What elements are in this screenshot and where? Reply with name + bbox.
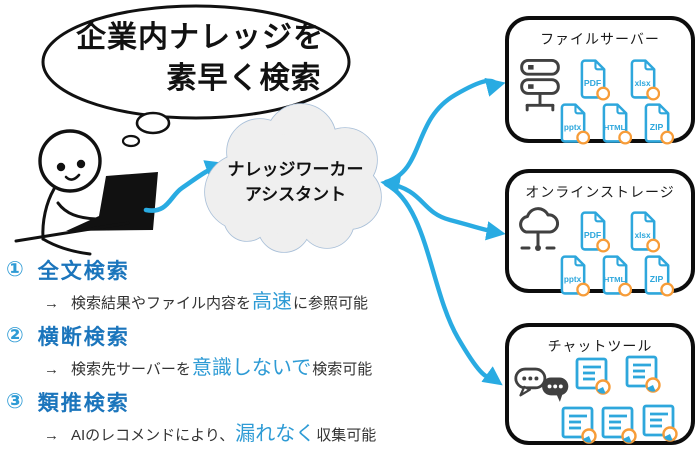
flow-arrow-to-online-storage bbox=[380, 175, 506, 241]
file-server-title: ファイルサーバー bbox=[540, 31, 660, 47]
thought-line-1: 企業内ナレッジを bbox=[76, 21, 324, 54]
feature-fulltext-search: ① 全文検索 → 検索結果やファイル内容を 高速 に参照可能 bbox=[6, 254, 484, 317]
online-storage-title: オンラインストレージ bbox=[525, 184, 675, 200]
chat-tool-title: チャットツール bbox=[547, 338, 653, 354]
feature-title-1: 全文検索 bbox=[37, 259, 130, 283]
file-label: HTML bbox=[604, 275, 626, 284]
cloud-storage-icon bbox=[519, 207, 559, 251]
feature-number-1: ① bbox=[6, 258, 24, 281]
arrow-glyph: → bbox=[44, 361, 59, 378]
person-at-laptop-icon bbox=[14, 129, 158, 256]
assistant-cloud-icon bbox=[204, 103, 382, 253]
feature-desc-pre-3: AIのレコメンドにより、 bbox=[71, 427, 235, 444]
flow-arrow-user-to-cloud bbox=[143, 160, 226, 213]
feature-desc-accent-2: 意識しないで bbox=[191, 357, 312, 379]
flow-arrow-to-chat-tool bbox=[383, 181, 503, 386]
file-label: pptx bbox=[564, 123, 582, 132]
file-icon-xlsx: xlsx bbox=[630, 211, 660, 253]
note-icon bbox=[575, 357, 611, 395]
file-label: xlsx bbox=[635, 231, 651, 240]
arrow-glyph: → bbox=[44, 295, 59, 312]
arrow-glyph: → bbox=[44, 427, 59, 444]
server-icon bbox=[520, 58, 560, 112]
file-label: xlsx bbox=[635, 79, 651, 88]
file-icon-pdf: PDF bbox=[580, 211, 610, 253]
file-icon-zip: ZIP bbox=[644, 103, 674, 145]
file-label: PDF bbox=[584, 78, 601, 88]
note-icon bbox=[642, 404, 678, 442]
cloud-line-2: アシスタント bbox=[244, 184, 347, 204]
feature-list: ① 全文検索 → 検索結果やファイル内容を 高速 に参照可能 ② 横断検索 → … bbox=[6, 254, 484, 452]
feature-desc-accent-1: 高速 bbox=[252, 291, 293, 313]
thought-bubble-text: 企業内ナレッジを 素早く検索 bbox=[55, 18, 345, 99]
file-label: ZIP bbox=[650, 274, 664, 284]
note-icon bbox=[601, 406, 637, 444]
file-icon-html: HTML bbox=[602, 103, 632, 145]
feature-desc-pre-1: 検索結果やファイル内容を bbox=[71, 295, 252, 312]
feature-desc-post-2: 検索可能 bbox=[312, 361, 373, 378]
feature-title-2: 横断検索 bbox=[37, 325, 130, 349]
feature-desc-post-3: 収集可能 bbox=[316, 427, 377, 444]
file-label: PDF bbox=[584, 230, 601, 240]
thought-bubble bbox=[41, 4, 351, 148]
chat-bubbles-icon bbox=[514, 367, 569, 402]
source-box-chat-tool: チャットツール bbox=[505, 323, 695, 445]
assistant-cloud-label: ナレッジワーカー アシスタント bbox=[213, 158, 378, 207]
feature-analogy-search: ③ 類推検索 → AIのレコメンドにより、 漏れなく 収集可能 bbox=[6, 386, 484, 449]
file-icon-pdf: PDF bbox=[580, 59, 610, 101]
feature-number-2: ② bbox=[6, 324, 24, 347]
source-box-file-server: ファイルサーバー PDF xlsx pptx bbox=[505, 16, 695, 145]
file-icon-xlsx: xlsx bbox=[630, 59, 660, 101]
note-icon bbox=[625, 355, 661, 393]
file-icon-html: HTML bbox=[602, 255, 632, 297]
feature-cross-search: ② 横断検索 → 検索先サーバーを 意識しないで 検索可能 bbox=[6, 320, 484, 383]
file-label: HTML bbox=[604, 123, 626, 132]
feature-title-3: 類推検索 bbox=[37, 391, 130, 415]
feature-desc-post-1: に参照可能 bbox=[293, 295, 369, 312]
file-label: pptx bbox=[564, 275, 582, 284]
file-icon-pptx: pptx bbox=[560, 103, 590, 145]
feature-desc-pre-2: 検索先サーバーを bbox=[71, 361, 191, 378]
feature-desc-accent-3: 漏れなく bbox=[235, 423, 316, 445]
cloud-line-1: ナレッジワーカー bbox=[227, 160, 364, 179]
file-icon-zip: ZIP bbox=[644, 255, 674, 297]
file-icon-pptx: pptx bbox=[560, 255, 590, 297]
flow-arrows-cloud-to-sources bbox=[380, 77, 506, 386]
source-box-online-storage: オンラインストレージ PDF xlsx pptx bbox=[505, 169, 695, 297]
thought-line-2: 素早く検索 bbox=[166, 61, 322, 95]
file-label: ZIP bbox=[650, 122, 664, 132]
feature-number-3: ③ bbox=[6, 390, 24, 413]
flow-arrow-to-file-server bbox=[383, 77, 506, 185]
note-icon bbox=[561, 406, 597, 444]
